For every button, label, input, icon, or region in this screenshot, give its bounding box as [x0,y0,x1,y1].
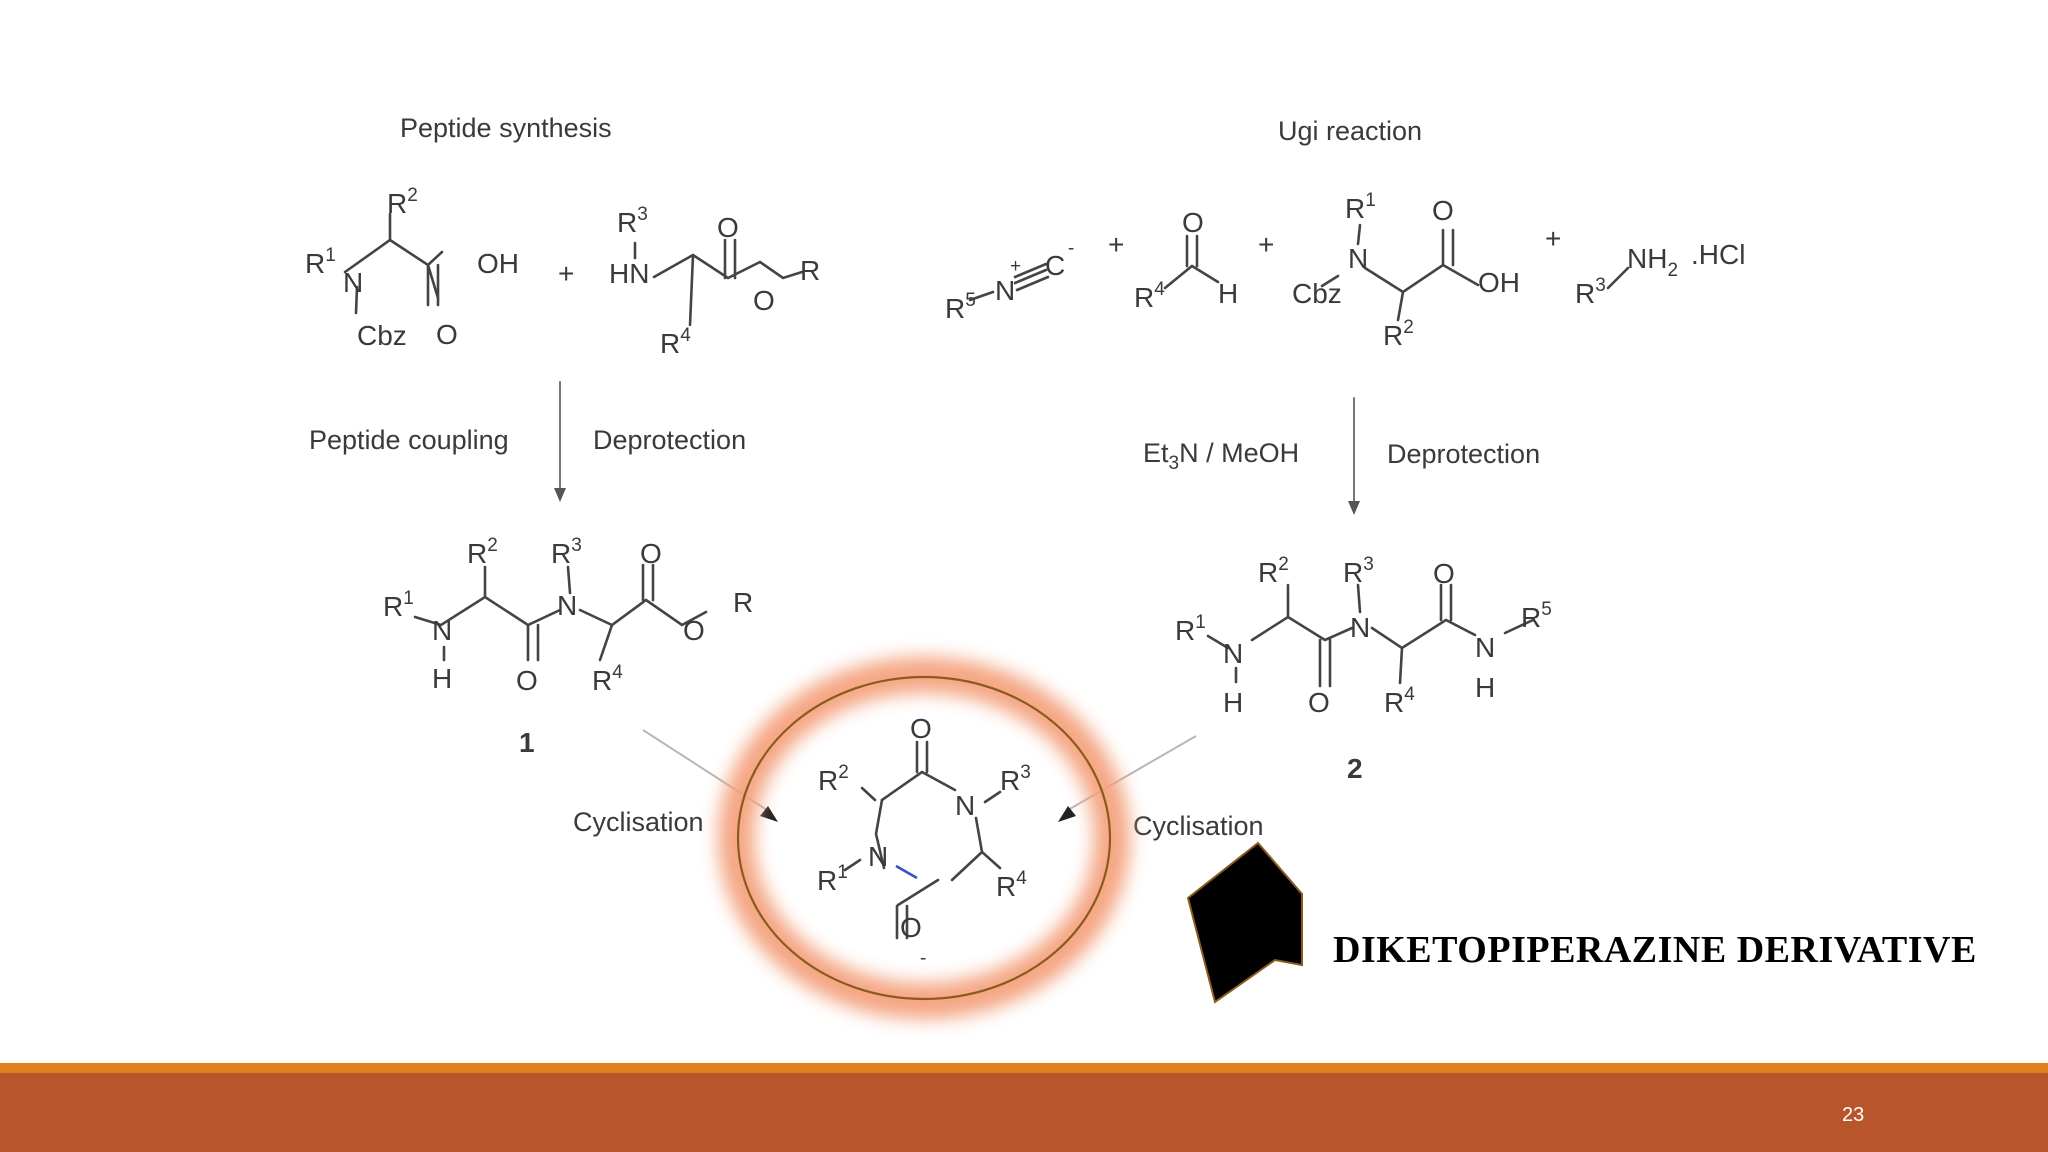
footer-accent-line [0,1063,2048,1073]
amine-salt-label: .HCl [1691,239,1745,270]
svg-text:R3: R3 [617,204,648,238]
svg-text:R4: R4 [1134,279,1165,313]
svg-text:Cbz: Cbz [1292,278,1342,309]
svg-text:N: N [868,841,888,872]
svg-text:R4: R4 [660,325,691,359]
right-deprotection-label: Deprotection [1387,439,1540,469]
reactant-cbz-amino-acid: R1 N R2 OH Cbz O [305,185,519,351]
svg-text:O: O [516,665,538,696]
svg-text:R5: R5 [1521,599,1552,633]
plus-1: + [558,258,574,289]
svg-text:R3: R3 [1575,275,1606,309]
svg-text:O: O [753,285,775,316]
svg-text:-: - [920,948,926,969]
svg-text:O: O [436,319,458,350]
svg-text:N: N [343,267,363,298]
svg-text:HN: HN [609,258,649,289]
reactant-amino-ester: R3 HN O O R R4 [609,204,820,359]
peptide-coupling-label: Peptide coupling [309,425,509,455]
reaction-scheme: Peptide synthesis Ugi reaction R1 N R2 O… [305,113,1745,1019]
svg-text:O: O [900,912,922,943]
svg-text:O: O [1432,195,1454,226]
svg-text:R2: R2 [1258,554,1289,588]
svg-text:R2: R2 [387,185,418,219]
diketopiperazine-caption: DIKETOPIPERAZINE DERIVATIVE [1333,929,1977,971]
svg-text:N: N [995,275,1015,306]
ester-r: R [800,255,820,286]
plus-2: + [1108,229,1124,260]
svg-text:H: H [1475,672,1495,703]
svg-text:R1: R1 [1345,190,1376,224]
svg-text:O: O [1308,687,1330,718]
aldehyde-reactant: R4 O H [1134,207,1238,313]
svg-text:R: R [733,587,753,618]
svg-text:H: H [432,663,452,694]
svg-text:+: + [1010,256,1021,277]
page-number: 23 [1842,1104,1865,1126]
compound-1-label: 1 [519,727,535,758]
svg-text:R2: R2 [467,535,498,569]
svg-text:N: N [1223,638,1243,669]
right-title: Ugi reaction [1278,116,1422,146]
cyclisation-right-label: Cyclisation [1133,811,1264,841]
svg-text:OH: OH [1478,267,1520,298]
svg-text:O: O [683,615,705,646]
ugi-adduct-2: R1 N H R2 R3 N O R4 O N H R5 [1175,554,1552,718]
plus-3: + [1258,229,1274,260]
footer-bar [0,1073,2048,1152]
svg-text:R5: R5 [945,290,976,324]
isocyanide-reactant: R5 N + C - [945,238,1074,324]
highlight-circle [736,675,1112,1001]
svg-text:N: N [955,790,975,821]
svg-text:R1: R1 [383,588,414,622]
left-title: Peptide synthesis [400,113,612,143]
left-deprotection-label: Deprotection [593,425,746,455]
svg-text:R4: R4 [996,868,1027,902]
pointer-arrow [1186,841,1303,1004]
svg-text:N: N [557,590,577,621]
diketopiperazine-product: O R2 N R3 N R1 R4 O - [817,713,1031,969]
solvent-label: Et3N / MeOH [1143,438,1299,474]
svg-text:R3: R3 [551,535,582,569]
svg-text:O: O [1182,207,1204,238]
svg-text:R3: R3 [1000,762,1031,796]
svg-text:R1: R1 [305,245,336,279]
compound-2-label: 2 [1347,753,1363,784]
svg-text:O: O [717,212,739,243]
highlight-glow [718,657,1130,1019]
svg-text:O: O [1433,558,1455,589]
svg-text:O: O [910,713,932,744]
plus-4: + [1545,223,1561,254]
svg-text:R1: R1 [1175,612,1206,646]
svg-text:R2: R2 [818,762,849,796]
svg-text:N: N [1350,612,1370,643]
amine-salt-reactant: R3 NH2 .HCl [1575,239,1745,309]
svg-text:NH2: NH2 [1627,243,1678,281]
svg-text:H: H [1218,278,1238,309]
svg-text:C: C [1045,250,1065,281]
svg-text:OH: OH [477,248,519,279]
svg-text:N: N [1348,243,1368,274]
svg-text:R4: R4 [592,662,623,696]
svg-text:N: N [432,615,452,646]
svg-text:N: N [1475,632,1495,663]
svg-text:H: H [1223,687,1243,718]
cbz-acid-reactant: R1 N Cbz O OH R2 [1292,190,1520,351]
dipeptide-ester-1: R1 N H R2 R3 N O R4 O O R [383,535,753,696]
svg-text:R3: R3 [1343,554,1374,588]
svg-text:R4: R4 [1384,684,1415,718]
svg-text:O: O [640,538,662,569]
cyclisation-left-label: Cyclisation [573,807,704,837]
svg-text:-: - [1068,238,1074,259]
svg-text:R1: R1 [817,862,848,896]
svg-text:R2: R2 [1383,317,1414,351]
svg-text:Cbz: Cbz [357,320,407,351]
